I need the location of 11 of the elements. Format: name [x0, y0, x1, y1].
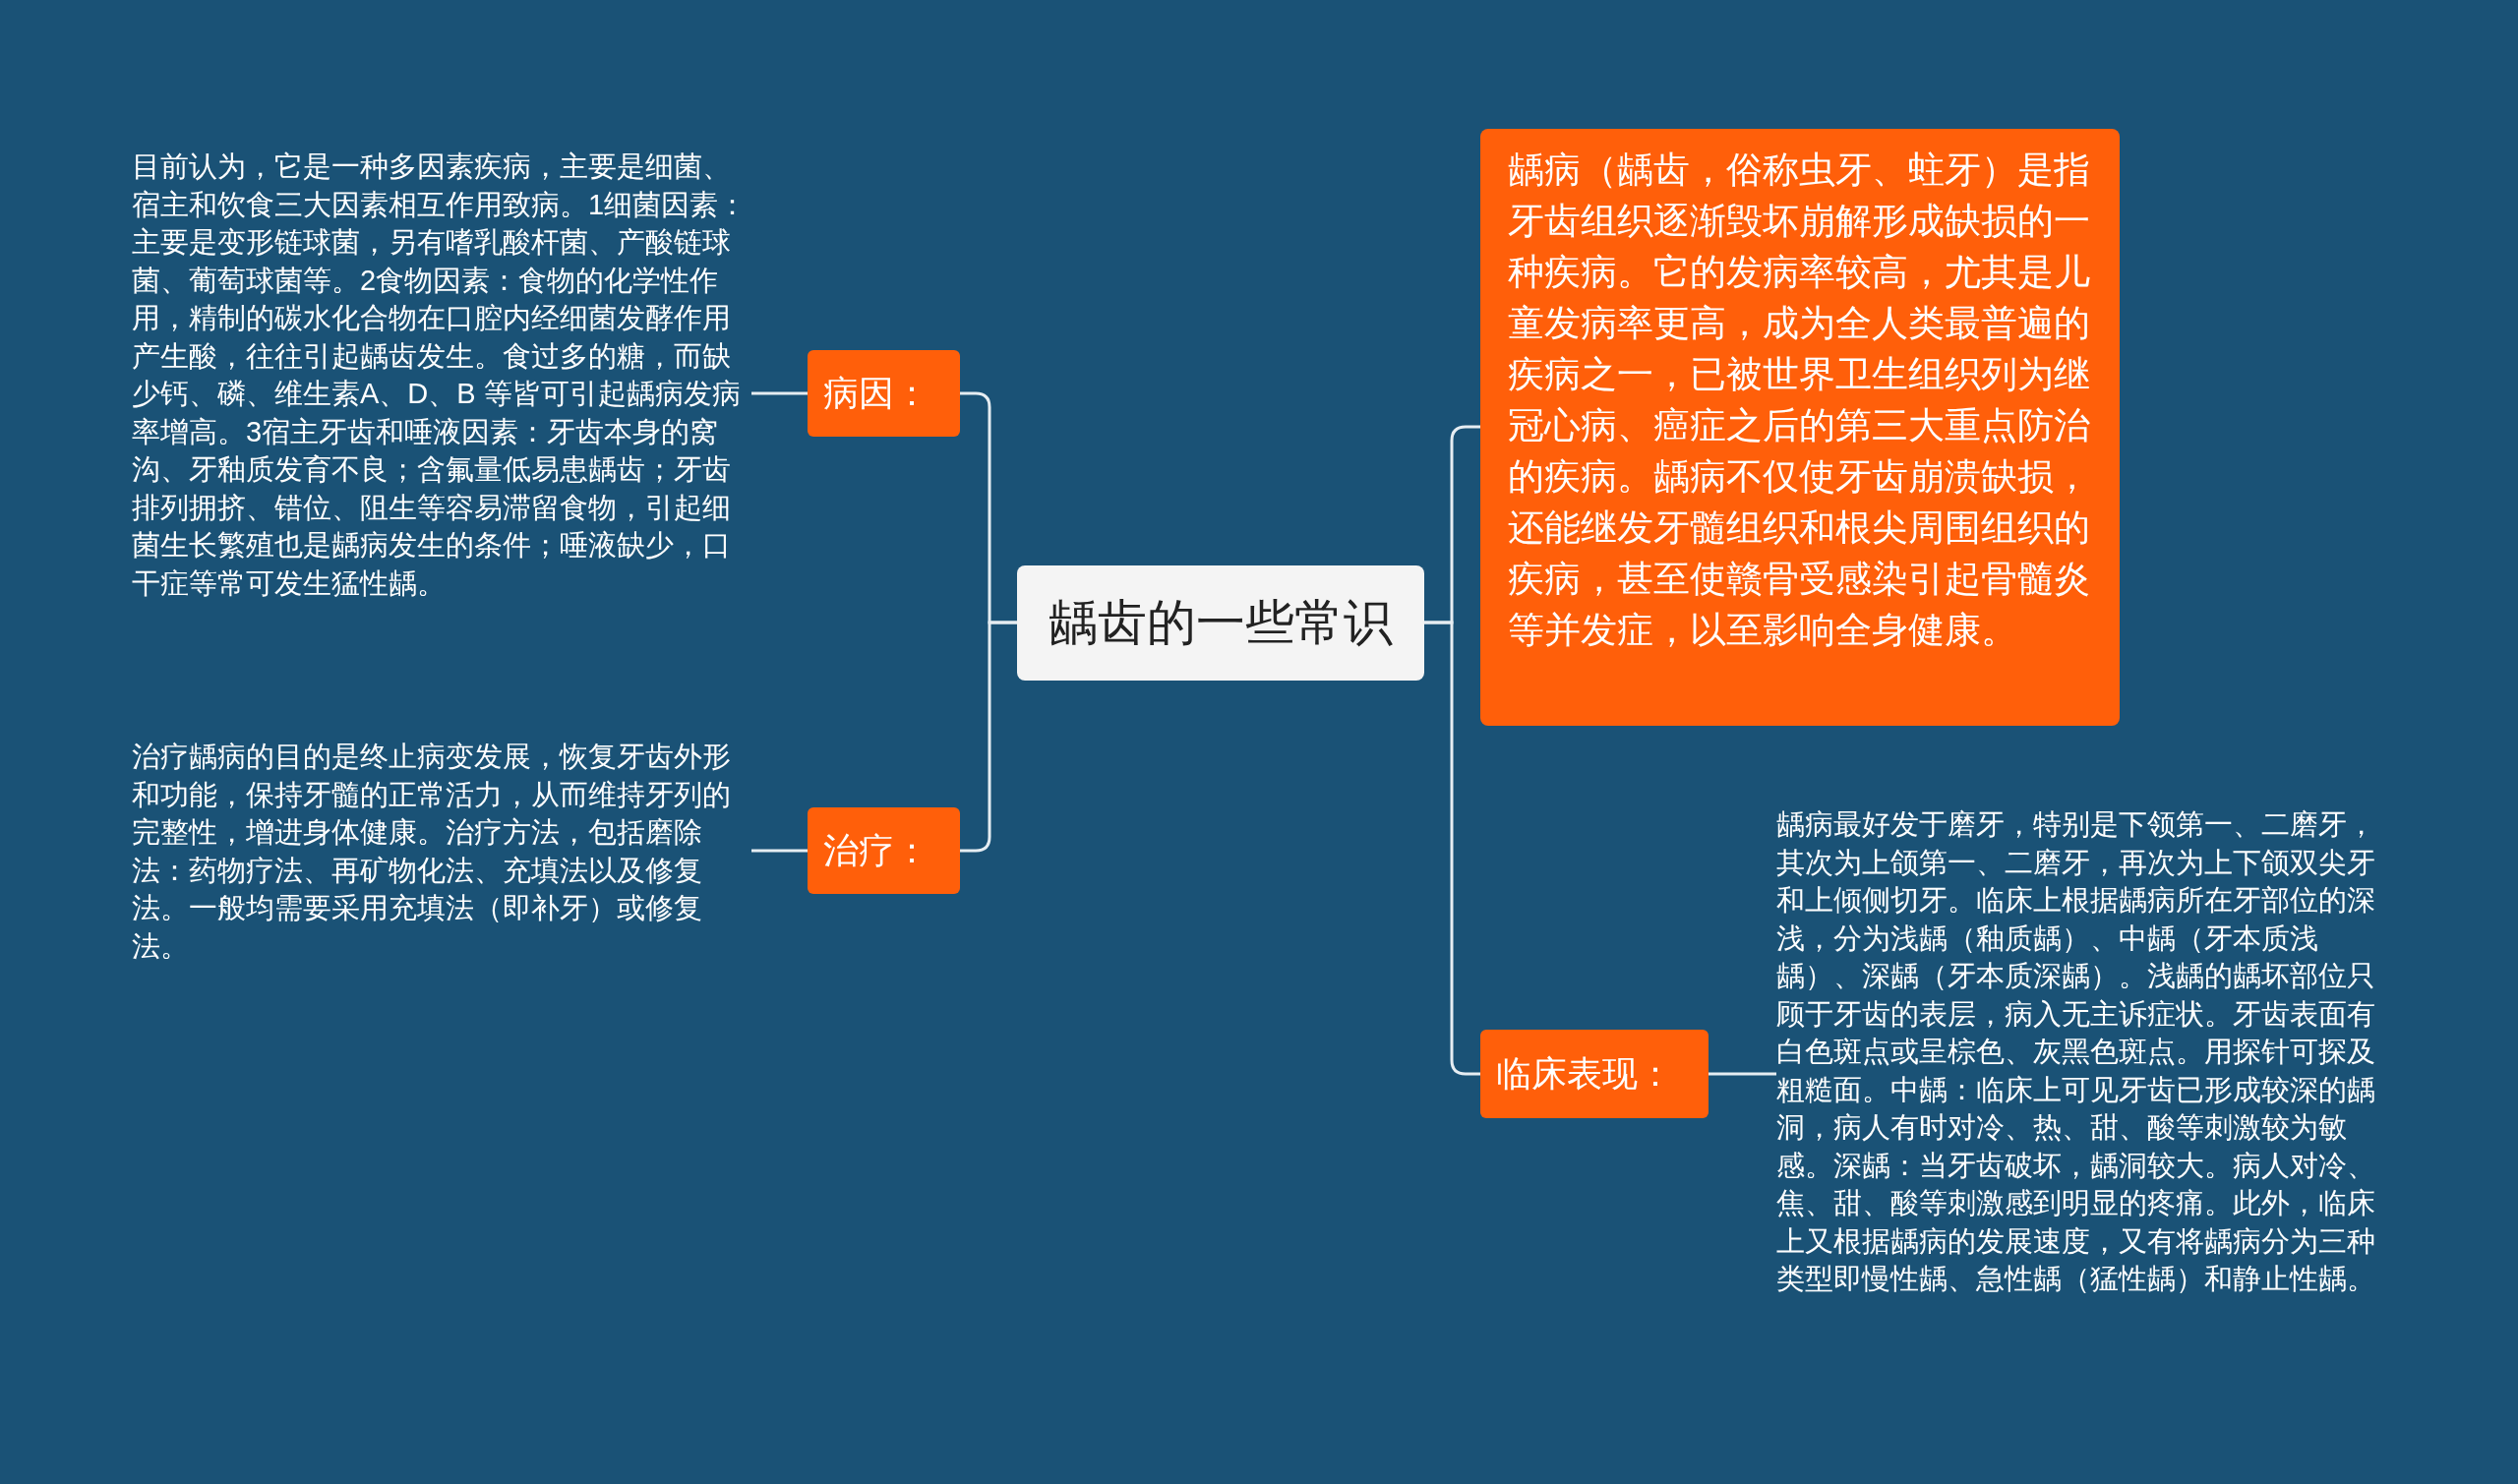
connector-line — [751, 391, 808, 395]
connector-line — [751, 849, 808, 853]
topic-box: 龋齿的一些常识 — [1017, 565, 1424, 681]
note-text: 目前认为，它是一种多因素疾病，主要是细菌、宿主和饮食三大因素相互作用致病。1细菌因素：主要是变形链球菌，另有嗜乳酸杆菌、产酸链球菌、葡萄球菌等。2食物因素：食物的化学性作用，精制的碳水化合物在口腔内经细菌发酵作用产生酸，往往引起龋齿发生。食过多的糖，而缺少钙、磷、维生素A、D、B 等皆可引起龋病发病率增高。3宿主牙齿和唾液因素：牙齿本身的窝沟、牙釉质发育不良；含氟量低易患龋齿；牙齿排列拥挤、错位、阻生等容易滞留食物，引起细菌生长繁殖也是龋病发生的条件；唾液缺少，口干症等常可发生猛性龋。 — [132, 148, 751, 602]
note-text: 治疗龋病的目的是终止病变发展，恢复牙齿外形和功能，保持牙髓的正常活力，从而维持牙列的完整性，增进身体健康。治疗方法，包括磨除法：药物疗法、再矿物化法、充填法以及修复法。一般均需要采用充填法（即补牙）或修复法。 — [132, 738, 751, 965]
branch-box: 病因： — [808, 350, 960, 437]
branch-box: 临床表现： — [1480, 1030, 1709, 1118]
branch-box: 治疗： — [808, 807, 960, 894]
note-text: 龋病最好发于磨牙，特别是下领第一、二磨牙，其次为上颌第一、二磨牙，再次为上下颌双尖牙和上倾侧切牙。临床上根据龋病所在牙部位的深浅，分为浅龋（釉质龋）、中龋（牙本质浅龋）、深龋（牙本质深龋）。浅龋的龋坏部位只顾于牙齿的表层，病入无主诉症状。牙齿表面有白色斑点或呈棕色、灰黑色斑点。用探针可探及粗糙面。中龋：临床上可见牙齿已形成较深的龋洞，病人有时对冷、热、甜、酸等刺激较为敏感。深龋：当牙齿破坏，龋洞较大。病人对冷、焦、甜、酸等刺激感到明显的疼痛。此外，临床上又根据龋病的发展速度，又有将龋病分为三种类型即慢性龋、急性龋（猛性龋）和静止性龋。 — [1776, 805, 2396, 1298]
info-card: 龋病（龋齿，俗称虫牙、蛀牙）是指牙齿组织逐渐毁坏崩解形成缺损的一种疾病。它的发病率较高，尤其是儿童发病率更高，成为全人类最普遍的疾病之一，已被世界卫生组织列为继冠心病、癌症之后的第三大重点防治的疾病。龋病不仅使牙齿崩溃缺损，还能继发牙髓组织和根尖周围组织的疾病，甚至使赣骨受感染引起骨髓炎等并发症，以至影响全身健康。 — [1480, 129, 2120, 726]
connector-line — [1709, 1072, 1776, 1076]
